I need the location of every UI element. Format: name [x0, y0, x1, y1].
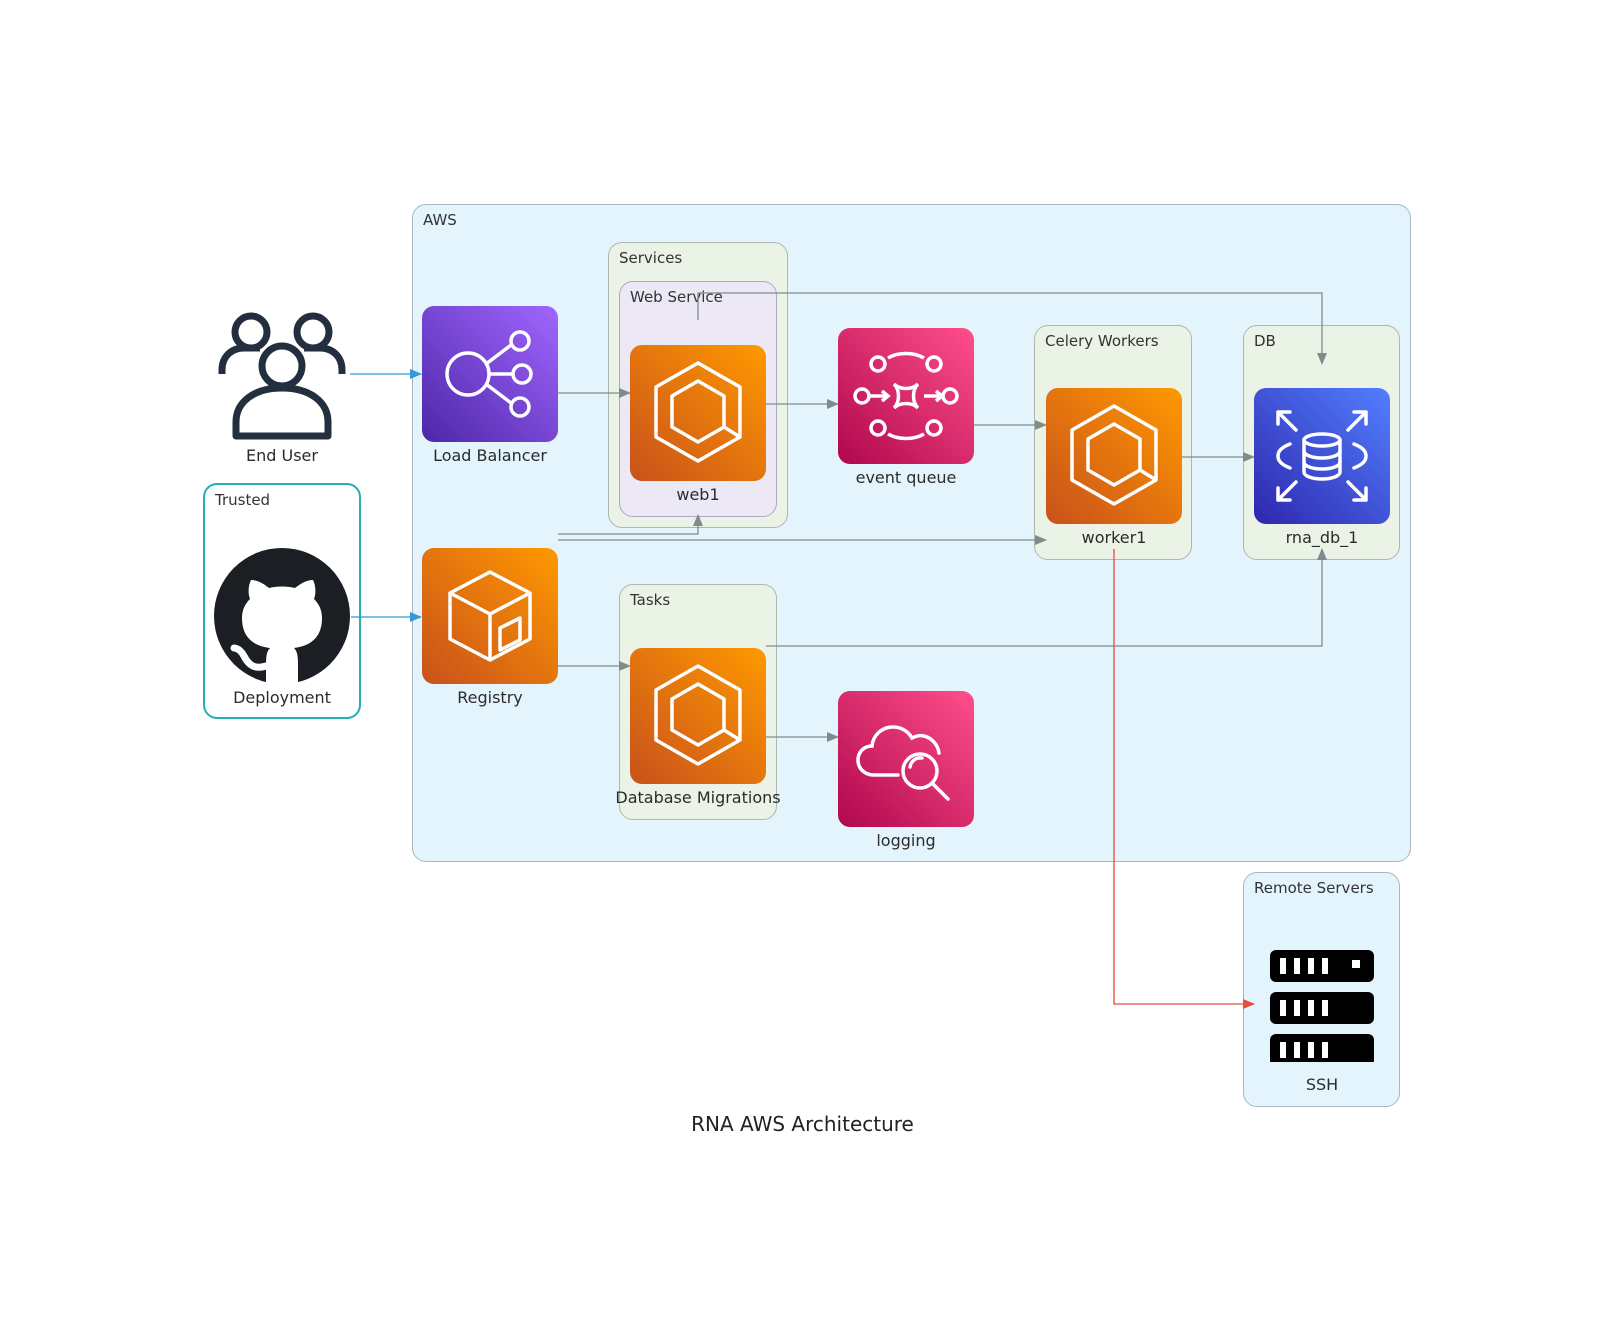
edge-worker1-ssh: [1113, 549, 1255, 1009]
cluster-aws-label: AWS: [423, 211, 457, 229]
edge-registry-web1: [558, 514, 703, 535]
rds-icon: [1254, 388, 1390, 524]
load-balancer-label: Load Balancer: [433, 446, 547, 465]
ecs-icon: [630, 648, 766, 784]
cluster-remote-servers: Remote Servers: [1243, 872, 1400, 1107]
edge-migrations-db: [766, 548, 1327, 647]
github-icon: [214, 548, 350, 684]
cluster-services-label: Services: [619, 249, 683, 267]
cluster-db-label: DB: [1254, 332, 1276, 350]
cluster-trusted-label: Trusted: [215, 491, 271, 509]
ssh-label: SSH: [1305, 1075, 1339, 1094]
ecs-icon: [630, 345, 766, 481]
ecr-icon: [422, 548, 558, 684]
elb-icon: [422, 306, 558, 442]
cluster-celery-workers-label: Celery Workers: [1045, 332, 1159, 350]
diagram-title: RNA AWS Architecture: [691, 1112, 914, 1136]
event-queue-label: event queue: [855, 468, 957, 487]
mq-icon: [838, 328, 974, 464]
db-migrations-label: Database Migrations: [615, 788, 781, 807]
web1-label: web1: [676, 485, 720, 504]
rna-db-1-label: rna_db_1: [1285, 528, 1359, 547]
server-icon: [1268, 946, 1376, 1062]
cloudwatch-logs-icon: [838, 691, 974, 827]
cluster-remote-servers-label: Remote Servers: [1254, 879, 1374, 897]
logging-label: logging: [876, 831, 936, 850]
cluster-tasks-label: Tasks: [630, 591, 671, 609]
deployment-label: Deployment: [233, 688, 331, 707]
users-icon: [218, 308, 346, 440]
end-user-label: End User: [246, 446, 318, 465]
ecs-icon: [1046, 388, 1182, 524]
edge-webservice-db: [697, 292, 1327, 365]
registry-label: Registry: [457, 688, 523, 707]
worker1-label: worker1: [1081, 528, 1147, 547]
